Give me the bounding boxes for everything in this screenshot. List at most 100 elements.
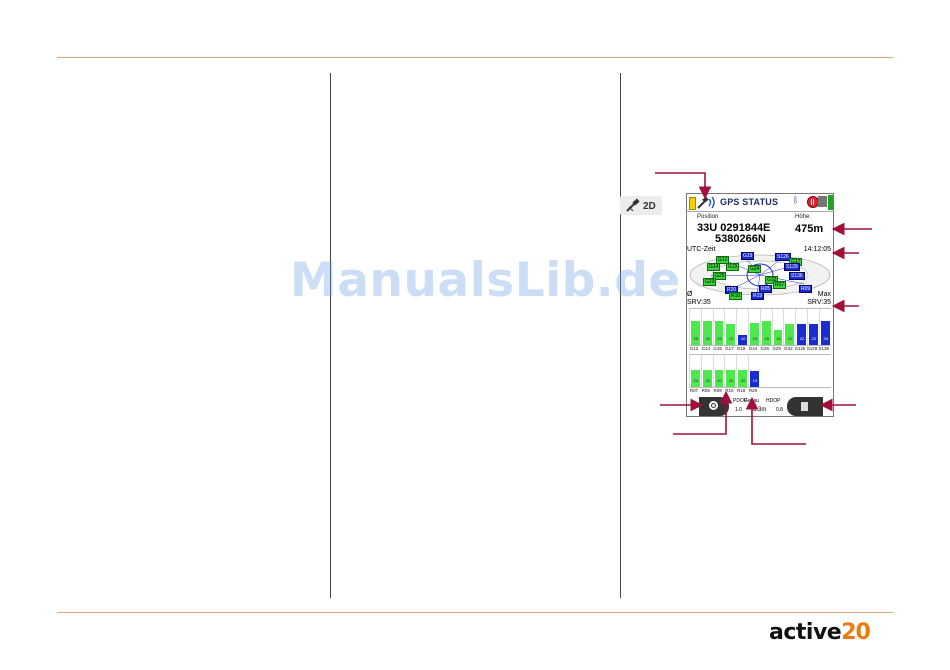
coordinate-north: 5380266N xyxy=(715,233,766,245)
signal-value-label: 25 xyxy=(764,336,769,341)
signal-value-label: 25 xyxy=(823,336,828,341)
memory-card-icon xyxy=(818,196,827,207)
bluetooth-icon: ᛒ xyxy=(793,195,799,205)
status-title-bar: GPS STATUS ᛒ xyxy=(687,194,833,212)
signal-value-label: 19 xyxy=(752,378,758,383)
signal-bar-cell: 25 xyxy=(818,309,832,345)
signal-bar xyxy=(714,321,724,345)
satellite-id-label: G17 xyxy=(725,346,734,351)
signal-bar xyxy=(738,370,747,387)
signal-bar-cell: 20 xyxy=(724,355,737,387)
signal-bar xyxy=(809,324,818,345)
satellite-id-label: G14 xyxy=(701,346,711,351)
sky-sat: R09 xyxy=(799,285,813,293)
sky-sat: S129 xyxy=(784,263,800,271)
device-screen: GPS STATUS ᛒ Position Höhe: 33U 0291844E… xyxy=(686,193,834,417)
satellite-id-label: S126 xyxy=(794,346,806,351)
signal-bar xyxy=(691,370,700,387)
signal-value-label: 22 xyxy=(788,336,793,341)
satellite-id-label: R10 xyxy=(725,388,734,393)
signal-value-label: 25 xyxy=(705,336,710,341)
signal-bar-cell: 23 xyxy=(748,309,761,345)
signal-value-label: 20 xyxy=(717,378,722,383)
signal-value-label: 22 xyxy=(811,336,817,341)
signal-bar xyxy=(691,321,700,345)
signal-bar xyxy=(797,324,806,345)
satellite-id-label: G19 xyxy=(736,346,746,351)
signal-bar xyxy=(750,371,759,387)
satellite-id-label: G29 xyxy=(772,346,781,351)
position-label: Position xyxy=(697,214,719,220)
signal-value-label: 20 xyxy=(705,378,710,383)
signal-value-label: 20 xyxy=(693,378,699,383)
signal-bar xyxy=(714,370,724,387)
column-divider-left xyxy=(330,73,331,598)
sky-sat: G25 xyxy=(713,272,727,280)
sky-sat: R07 xyxy=(773,281,787,289)
record-icon xyxy=(709,401,718,410)
signal-bar-cell: 25 xyxy=(712,309,726,345)
signal-bar xyxy=(761,321,771,345)
signal-bar-cell: 22 xyxy=(724,309,737,345)
sky-sat: R05 xyxy=(759,285,773,293)
watermark: ManualsLib.de xyxy=(290,253,681,308)
signal-value-label: 25 xyxy=(693,336,699,341)
satellite-id-label: R05 xyxy=(701,388,710,393)
screen-title: GPS STATUS xyxy=(720,197,779,207)
signal-bar-cell: 20 xyxy=(689,355,702,387)
sky-sat: R19 xyxy=(751,292,765,300)
hdop-label: HDOP xyxy=(766,398,781,404)
signal-bar-cell: 22 xyxy=(807,309,820,345)
signal-bar xyxy=(702,370,712,387)
sky-sat: S136 xyxy=(789,272,805,280)
fix-label: 2D xyxy=(643,201,656,212)
satellite-id-label: S136 xyxy=(818,346,830,351)
satellite-id-label: G32 xyxy=(784,346,793,351)
height-value: 475m xyxy=(795,223,824,235)
signal-bar-cell: 10 xyxy=(736,309,749,345)
satellite-id-label: R19 xyxy=(737,388,746,393)
battery-icon xyxy=(689,197,696,210)
height-label: Höhe: xyxy=(795,214,812,220)
page-icon xyxy=(801,402,808,411)
top-rule xyxy=(57,57,893,58)
srv-right: SRV:35 xyxy=(807,299,831,306)
satellite-id-label: R07 xyxy=(689,388,699,393)
signal-bar-cell: 20 xyxy=(736,355,749,387)
signal-bar xyxy=(820,321,830,345)
signal-bar xyxy=(726,324,736,345)
column-divider-right xyxy=(620,73,621,598)
signal-bar xyxy=(785,324,795,345)
srv-left: SRV:35 xyxy=(687,299,711,306)
menu-softkey[interactable] xyxy=(787,397,823,416)
sky-sat: G32 xyxy=(765,276,779,284)
sky-sat: G15 xyxy=(726,263,740,271)
brand-word: active xyxy=(769,620,842,645)
sky-sat: G19 xyxy=(741,252,755,260)
fix-2d-badge: 2D xyxy=(620,196,662,215)
sky-sat: S126 xyxy=(775,253,791,261)
signal-value-label: 15 xyxy=(776,336,781,341)
signal-value-label: 20 xyxy=(740,378,746,383)
signal-bar-cell: 22 xyxy=(783,309,796,345)
signal-bar-cell: 20 xyxy=(712,355,726,387)
signal-value-label: 20 xyxy=(729,378,734,383)
sky-sat: R10 xyxy=(729,292,743,300)
pdop-label: PDOP xyxy=(733,398,748,404)
signal-bar-cell: 22 xyxy=(795,309,808,345)
signal-bar xyxy=(773,330,783,345)
pdop-value: 1.0 xyxy=(735,407,742,413)
sky-plot: G19 S126 G12 G14 G15 G17 S129 G24 G25 S1… xyxy=(689,252,831,300)
signal-value-label: 22 xyxy=(729,336,734,341)
sky-sat: G12 xyxy=(716,256,730,264)
accuracy-value: 3.3m xyxy=(753,407,767,413)
power-level-icon xyxy=(828,195,833,210)
signal-value-label: 22 xyxy=(799,336,805,341)
brand-logo: active20 xyxy=(769,620,871,645)
signal-bar-cell: 15 xyxy=(771,309,785,345)
signal-value-label: 25 xyxy=(717,336,722,341)
signal-bar-cell: 25 xyxy=(759,309,773,345)
signal-value-label: 10 xyxy=(740,336,746,341)
signal-bar-cell: 19 xyxy=(748,355,761,387)
